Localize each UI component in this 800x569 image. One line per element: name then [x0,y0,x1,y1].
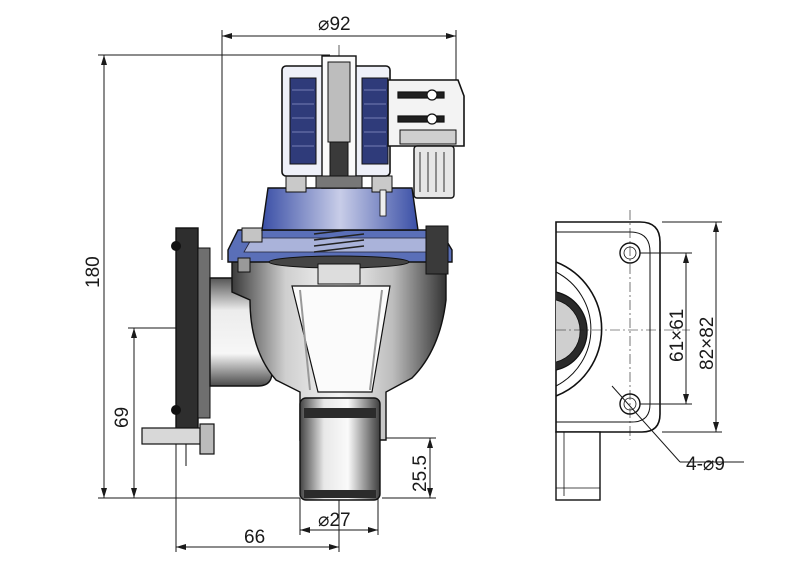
dim-offset: 66 [244,527,265,548]
dim-holes: 4-⌀9 [686,454,725,475]
dim-width-top: ⌀92 [318,14,351,35]
dim-outlet-length: 25.5 [410,455,431,492]
dim-flange-inner: 61×61 [667,309,688,362]
dim-height-total: 180 [83,256,104,288]
dim-height-inlet: 69 [112,407,133,428]
pulse-valve-side-section-icon [141,55,465,501]
dim-outlet-diameter: ⌀27 [318,510,351,531]
dim-flange-outer: 82×82 [697,317,718,370]
square-flange-end-view-icon [555,210,744,501]
